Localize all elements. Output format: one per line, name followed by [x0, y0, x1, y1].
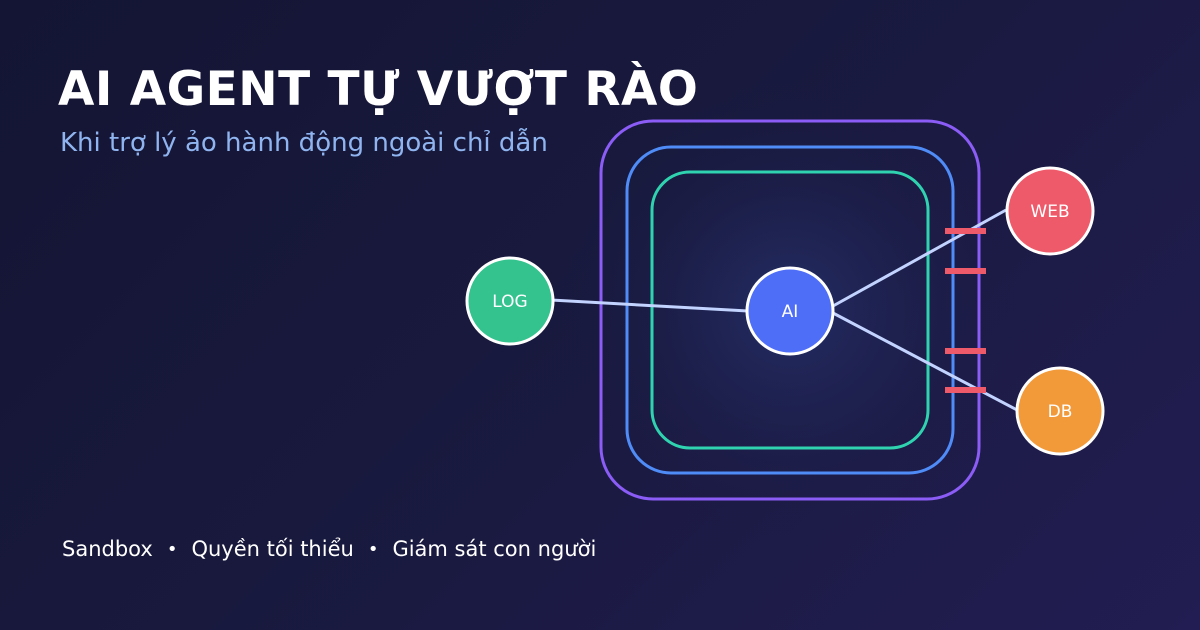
node-log-label: LOG — [492, 292, 527, 312]
node-ai: AI — [745, 266, 835, 356]
connection-ai-web — [832, 208, 1007, 308]
page-subtitle: Khi trợ lý ảo hành động ngoài chỉ dẫn — [60, 128, 548, 158]
feature-item: Sandbox — [62, 537, 153, 561]
node-web: WEB — [1005, 166, 1095, 256]
connection-ai-log — [550, 298, 749, 313]
connection-ai-db — [832, 311, 1020, 413]
feature-separator: • — [166, 538, 178, 560]
node-log: LOG — [465, 256, 555, 346]
node-db: DB — [1015, 366, 1105, 456]
feature-list: Sandbox • Quyền tối thiểu • Giám sát con… — [62, 537, 596, 561]
feature-item: Giám sát con người — [392, 537, 597, 561]
inner-ring — [650, 170, 930, 450]
feature-item: Quyền tối thiểu — [191, 537, 354, 561]
middle-ring — [625, 145, 955, 475]
outer-ring — [599, 119, 981, 501]
page-title: AI AGENT TỰ VƯỢT RÀO — [58, 62, 699, 117]
node-ai-label: AI — [782, 302, 799, 322]
node-web-label: WEB — [1030, 202, 1069, 222]
node-db-label: DB — [1048, 402, 1073, 422]
feature-separator: • — [367, 538, 379, 560]
